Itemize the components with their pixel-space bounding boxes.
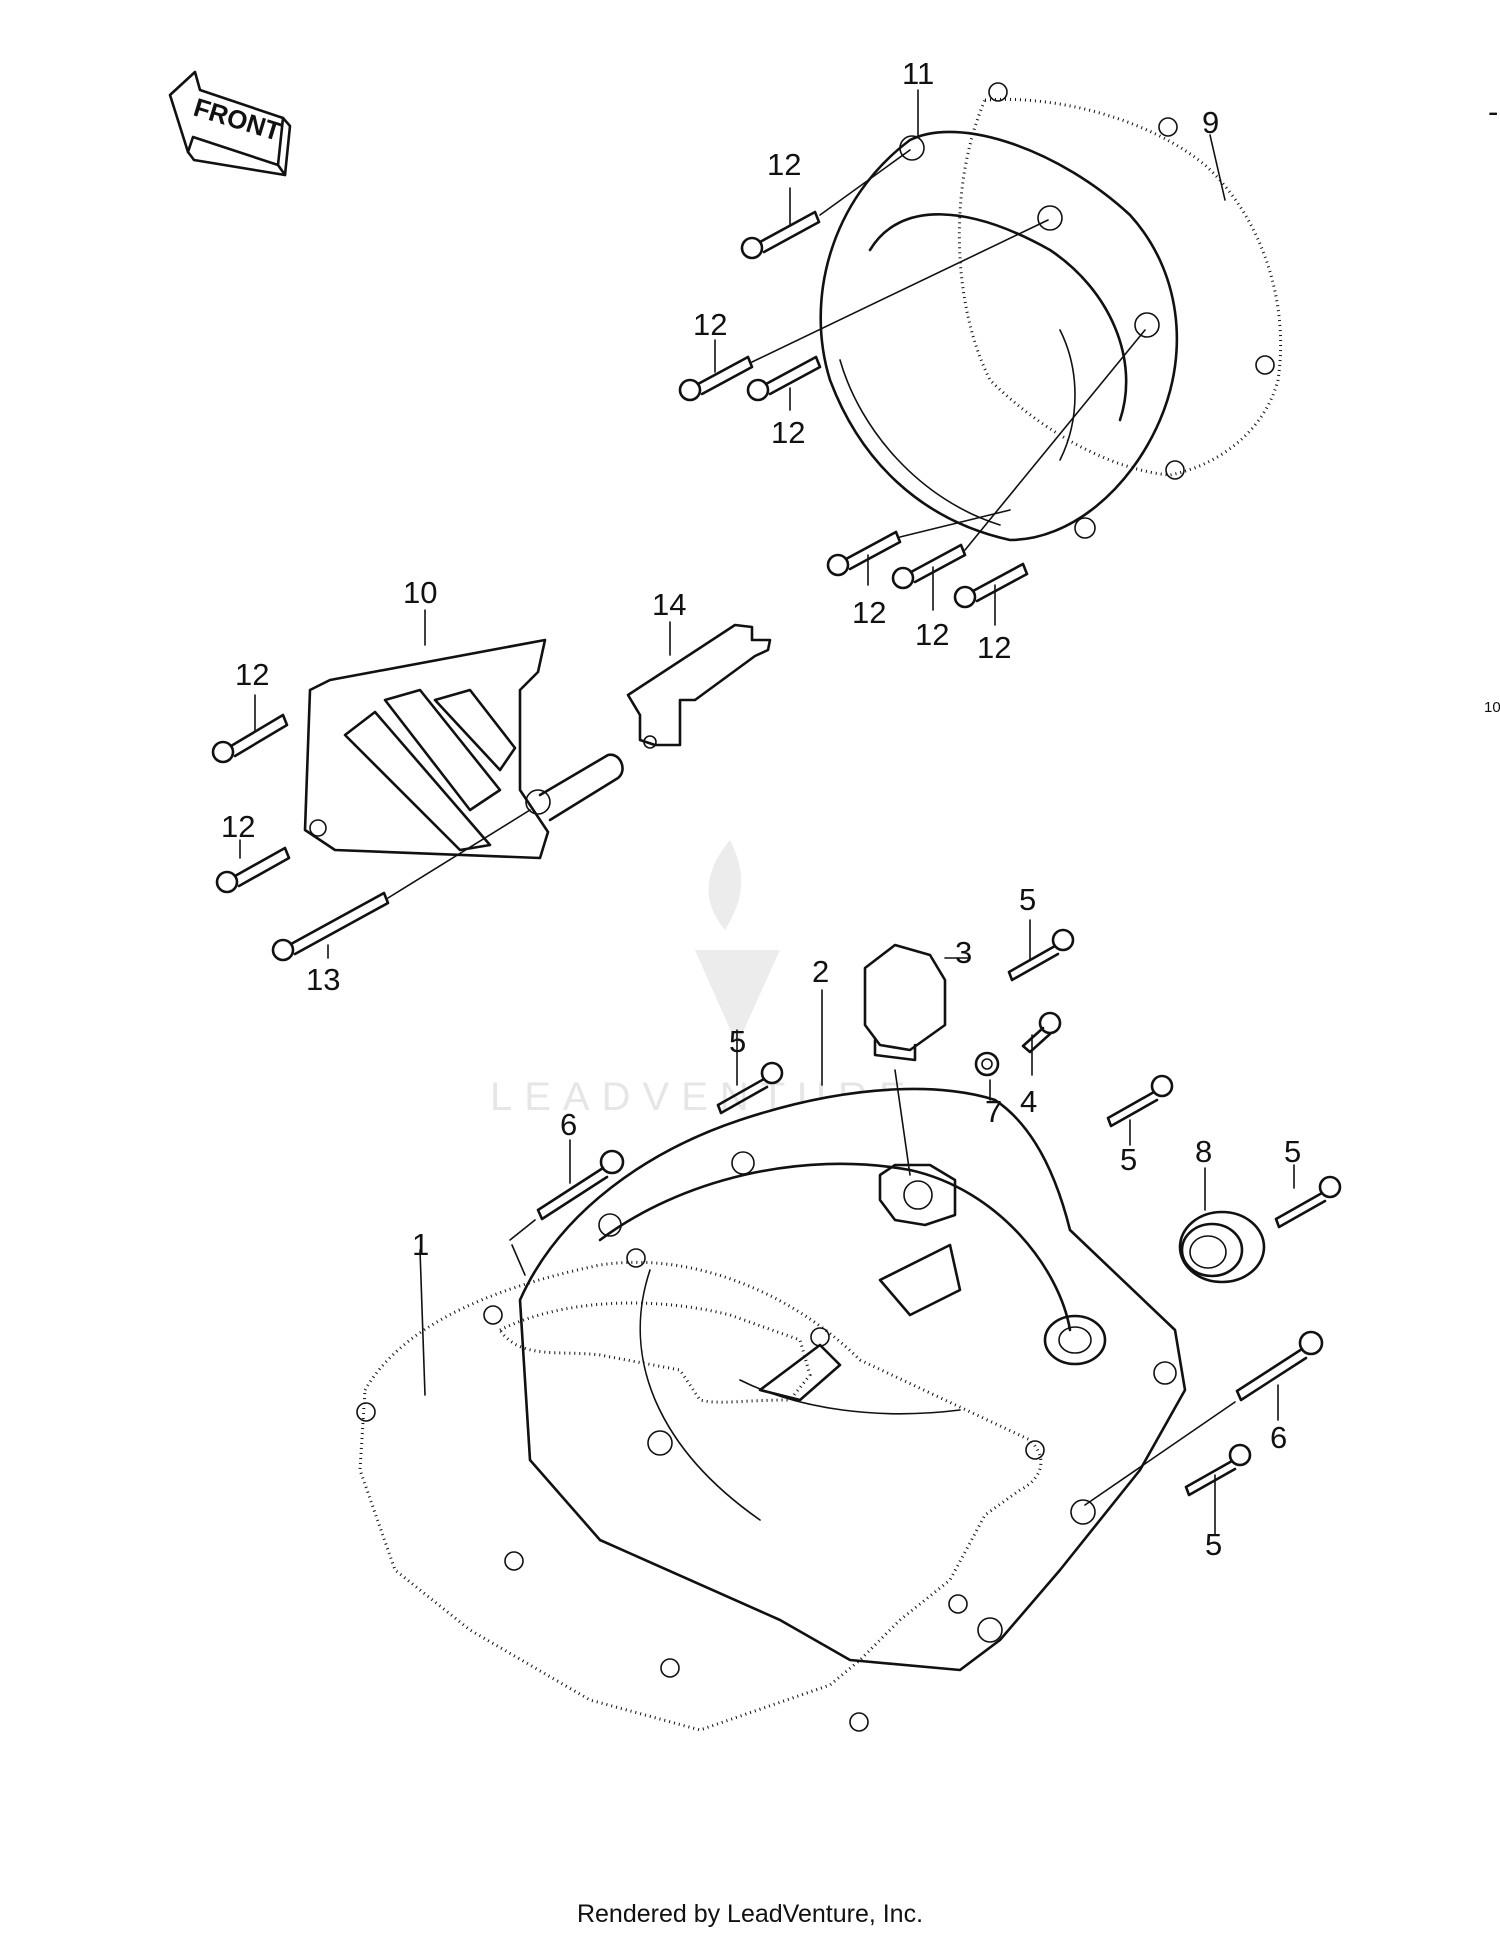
- callout-12-e: 12: [915, 617, 949, 652]
- bolt-5-d: [1274, 1175, 1342, 1229]
- front-direction-arrow: FRONT: [168, 70, 292, 177]
- callout-9: 9: [1202, 105, 1219, 140]
- bolt-12-cover-a: [740, 149, 911, 260]
- callout-12-c: 12: [771, 415, 805, 450]
- clutch-cover: [819, 130, 1179, 542]
- bolt-12-sprocket-b: [215, 846, 291, 894]
- callout-3: 3: [955, 935, 972, 970]
- callout-12-g: 12: [235, 657, 269, 692]
- oil-filler-cap: [863, 943, 947, 1176]
- bolt-12-cover-e: [891, 329, 1146, 590]
- edge-mark-side-right: 10: [1484, 699, 1500, 716]
- sprocket-cover: [303, 638, 624, 860]
- bolt-6-b: [1084, 1330, 1324, 1506]
- bolt-5-a: [1007, 928, 1075, 982]
- callout-8: 8: [1195, 1134, 1212, 1169]
- callout-5-e: 5: [1205, 1527, 1222, 1562]
- bolt-5-b: [716, 1061, 784, 1115]
- callout-7: 7: [985, 1094, 1002, 1129]
- callout-12-b: 12: [693, 307, 727, 342]
- callout-2: 2: [812, 954, 829, 989]
- edge-mark-top-right: -: [1488, 94, 1498, 129]
- bolt-4: [1021, 1011, 1062, 1054]
- callout-10: 10: [403, 575, 437, 610]
- bolt-12-cover-d: [826, 509, 1011, 577]
- oil-seal: [1178, 1210, 1266, 1284]
- callout-6-b: 6: [1270, 1420, 1287, 1455]
- callout-4: 4: [1020, 1084, 1037, 1119]
- leader-lines: [239, 89, 1295, 1536]
- callout-5-b: 5: [729, 1024, 746, 1059]
- callout-12-h: 12: [221, 809, 255, 844]
- crankcase-cover-gasket: [356, 1248, 1045, 1732]
- bolt-5-e: [1184, 1443, 1252, 1497]
- washer-7: [974, 1051, 1000, 1077]
- bolt-12-cover-f: [953, 562, 1029, 609]
- callout-11: 11: [902, 56, 934, 91]
- callout-12-f: 12: [977, 630, 1011, 665]
- callout-1: 1: [412, 1227, 429, 1262]
- bolt-12-sprocket-a: [211, 713, 289, 764]
- bolt-12-cover-c: [746, 355, 822, 402]
- callout-5-a: 5: [1019, 882, 1036, 917]
- callout-5-d: 5: [1284, 1134, 1301, 1169]
- right-crankcase-cover: [518, 1087, 1187, 1672]
- callout-6-a: 6: [560, 1107, 577, 1142]
- callout-5-c: 5: [1120, 1142, 1137, 1177]
- bolt-6-a: [509, 1149, 625, 1241]
- bolt-13-sprocket: [271, 809, 531, 962]
- watermark: LEADVENTURE: [490, 840, 906, 1119]
- footer-credit: Rendered by LeadVenture, Inc.: [576, 1900, 924, 1928]
- callout-12-a: 12: [767, 147, 801, 182]
- clutch-cover-gasket: [957, 82, 1283, 480]
- callout-14: 14: [652, 587, 686, 622]
- callout-13: 13: [306, 962, 340, 997]
- chain-guide-bracket: [626, 623, 772, 749]
- callout-12-d: 12: [852, 595, 886, 630]
- bolt-12-cover-b: [678, 219, 1049, 402]
- bolt-5-c: [1106, 1074, 1174, 1128]
